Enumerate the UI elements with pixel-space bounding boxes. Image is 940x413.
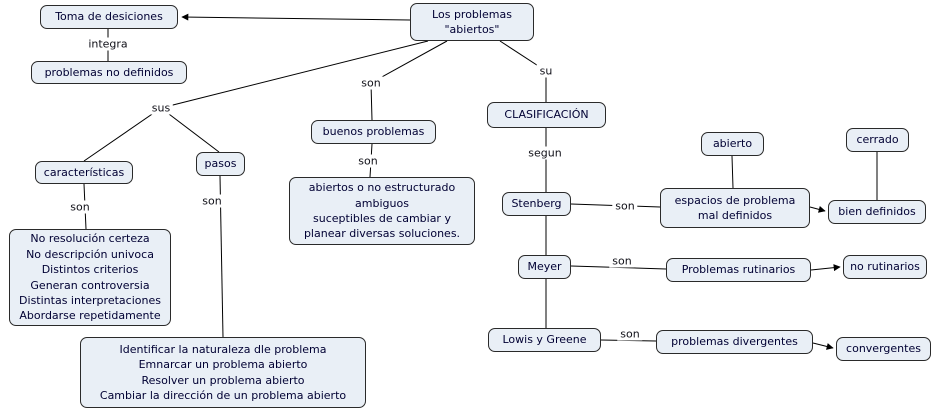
edge-meyer-son-rutinarios bbox=[570, 265, 667, 270]
edge-sus-pasos bbox=[160, 107, 220, 153]
link-label-segun[interactable]: segun bbox=[525, 146, 565, 160]
node-meyer[interactable]: Meyer bbox=[518, 255, 571, 279]
edge-rutinarios-norutinarios bbox=[810, 264, 841, 272]
node-problemas-no-definidos[interactable]: problemas no definidos bbox=[31, 61, 187, 84]
link-label-su[interactable]: su bbox=[536, 64, 556, 78]
node-lowis-y-greene[interactable]: Lowis y Greene bbox=[488, 328, 601, 352]
node-abierto[interactable]: abierto bbox=[701, 132, 764, 156]
node-buenos-detalle[interactable]: abiertos o no estructurado ambiguos suce… bbox=[289, 177, 475, 245]
node-problemas-rutinarios[interactable]: Problemas rutinarios bbox=[666, 258, 811, 282]
node-clasificacion[interactable]: CLASIFICACIÓN bbox=[487, 102, 606, 128]
node-buenos-problemas[interactable]: buenos problemas bbox=[311, 120, 436, 144]
link-label-sus[interactable]: sus bbox=[148, 101, 174, 115]
link-label-son-caracteristicas[interactable]: son bbox=[67, 200, 93, 214]
edge-lowis-son-divergentes bbox=[600, 339, 657, 342]
link-label-son-meyer[interactable]: son bbox=[609, 254, 635, 268]
edge-losproblemas-toma bbox=[181, 13, 411, 21]
node-espacios-problema-mal-definidos[interactable]: espacios de problema mal definidos bbox=[660, 188, 810, 228]
link-label-son-stenberg[interactable]: son bbox=[612, 199, 638, 213]
node-los-problemas-abiertos[interactable]: Los problemas "abiertos" bbox=[410, 3, 534, 41]
link-label-son-pasos[interactable]: son bbox=[199, 194, 225, 208]
node-pasos[interactable]: pasos bbox=[196, 152, 245, 176]
node-bien-definidos[interactable]: bien definidos bbox=[828, 200, 926, 224]
node-convergentes[interactable]: convergentes bbox=[836, 337, 931, 361]
node-caracteristicas[interactable]: características bbox=[35, 161, 133, 184]
node-cerrado[interactable]: cerrado bbox=[846, 128, 909, 152]
node-pasos-detalle[interactable]: Identificar la naturaleza dle problema E… bbox=[80, 337, 366, 408]
link-label-integra[interactable]: integra bbox=[85, 37, 131, 51]
link-label-son-lowis[interactable]: son bbox=[617, 327, 643, 341]
node-stenberg[interactable]: Stenberg bbox=[502, 192, 571, 216]
edge-divergentes-convergentes bbox=[812, 342, 834, 350]
link-label-son-buenos-detalle[interactable]: son bbox=[355, 154, 381, 168]
node-caracteristicas-detalle[interactable]: No resolución certeza No descripción uni… bbox=[9, 229, 171, 326]
edge-espacios-biendefinidos bbox=[809, 205, 826, 213]
node-no-rutinarios[interactable]: no rutinarios bbox=[843, 255, 927, 279]
edge-abierto-espacios bbox=[731, 155, 734, 189]
node-problemas-divergentes[interactable]: problemas divergentes bbox=[656, 330, 813, 354]
node-toma-de-desiciones[interactable]: Toma de desiciones bbox=[40, 5, 178, 29]
link-label-son-buenos[interactable]: son bbox=[358, 76, 384, 90]
